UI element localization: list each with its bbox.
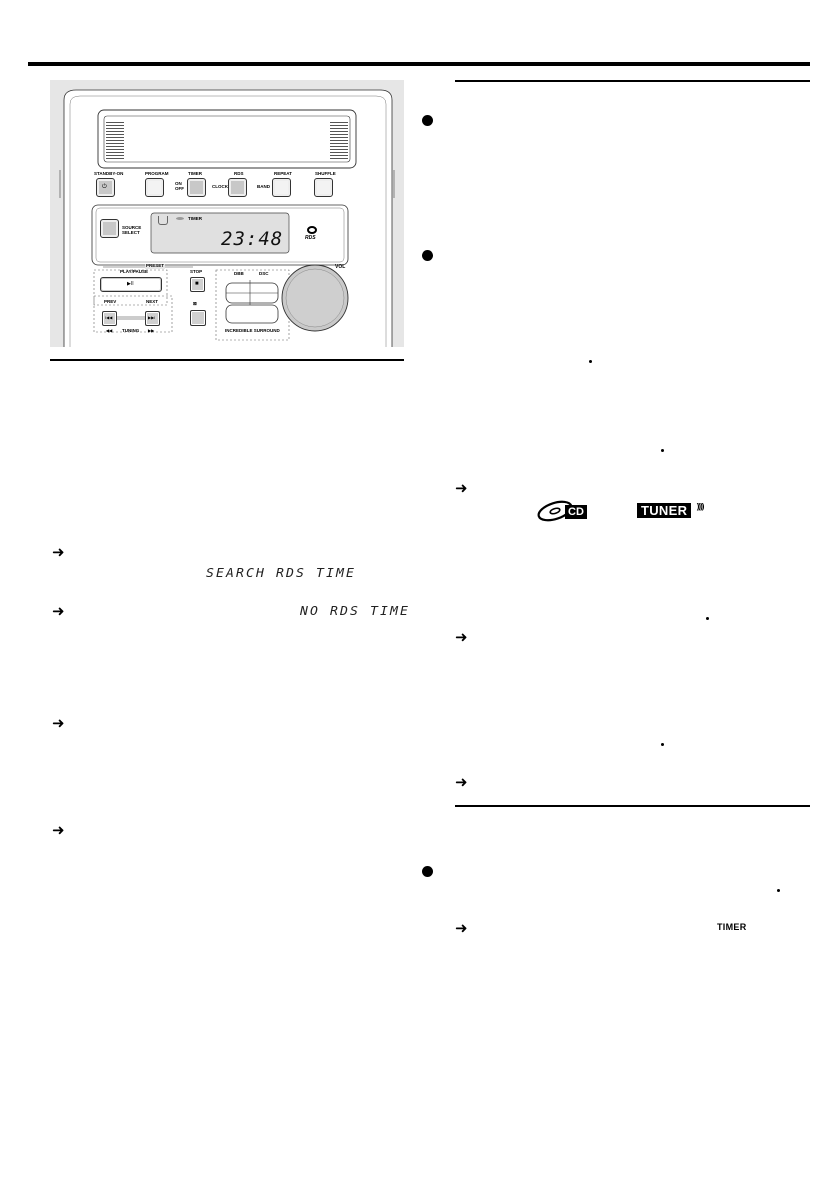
shuffle-label: SHUFFLE xyxy=(315,171,336,176)
forward-symbol: ▶▶ xyxy=(148,328,155,333)
rds-label: RDS xyxy=(234,171,244,176)
play-pause-icon: ▶II xyxy=(127,281,134,287)
cd-window-pattern-left xyxy=(106,120,124,160)
inline-dot xyxy=(589,360,592,363)
display-cd-indicator xyxy=(176,217,184,220)
stop-button[interactable]: ■ xyxy=(190,277,205,292)
shuffle-button[interactable] xyxy=(314,178,333,197)
arrow-icon: ➜ xyxy=(52,543,65,561)
right-section-rule-bottom xyxy=(455,805,810,807)
timer-display-word: TIMER xyxy=(717,922,747,932)
next-icon: ▶▶I xyxy=(148,315,156,320)
timer-label: TIMER xyxy=(188,171,202,176)
play-pause-button[interactable]: ▶II xyxy=(100,277,162,292)
band-label: BAND xyxy=(257,184,270,189)
arrow-icon: ➜ xyxy=(455,479,468,497)
arrow-icon: ➜ xyxy=(52,602,65,620)
next-button[interactable]: ▶▶I xyxy=(145,311,160,326)
timer-button[interactable] xyxy=(187,178,206,197)
program-button[interactable] xyxy=(145,178,164,197)
display-source-icon xyxy=(158,216,168,225)
page-top-rule xyxy=(28,62,810,66)
arrow-icon: ➜ xyxy=(52,821,65,839)
next-label: NEXT xyxy=(146,299,159,304)
preset-label: PRESET xyxy=(145,263,166,269)
dbb-label: DBB xyxy=(234,271,244,276)
repeat-band-button[interactable] xyxy=(272,178,291,197)
play-pause-label: PLAY/PAUSE xyxy=(120,269,149,274)
step-bullet xyxy=(422,866,433,877)
incredible-surround-label: INCREDIBLE SURROUND xyxy=(225,328,280,333)
source-select-button[interactable] xyxy=(100,219,119,238)
left-section-rule xyxy=(50,359,404,361)
rds-clock-button[interactable] xyxy=(228,178,247,197)
lcd-search-rds-time: SEARCH RDS TIME xyxy=(206,565,357,580)
lcd-no-rds-time: NO RDS TIME xyxy=(300,603,411,618)
rewind-symbol: ◀◀ xyxy=(106,328,113,333)
repeat-label: REPEAT xyxy=(274,171,292,176)
incredible-surround-button[interactable] xyxy=(226,305,278,323)
cd-window-pattern-right xyxy=(330,120,348,160)
stop-icon: ■ xyxy=(195,281,199,287)
arrow-icon: ➜ xyxy=(455,628,468,646)
x-button-label: ⊠ xyxy=(193,301,197,306)
on-off-label: ON OFF xyxy=(175,181,184,191)
source-select-label: SOURCE SELECT xyxy=(122,225,142,235)
step-bullet xyxy=(422,250,433,261)
standby-on-button[interactable]: ⏻ xyxy=(96,178,115,197)
inline-dot xyxy=(777,889,780,892)
x-button[interactable] xyxy=(190,310,206,326)
rds-logo-text: RDS xyxy=(305,235,316,241)
step-bullet xyxy=(422,115,433,126)
clock-label: CLOCK xyxy=(212,184,228,189)
dsc-label: DSC xyxy=(259,271,269,276)
prev-button[interactable]: I◀◀ xyxy=(102,311,117,326)
program-label: PROGRAM xyxy=(145,171,169,176)
cd-logo: CD xyxy=(535,500,595,522)
tuning-label: TUNING xyxy=(122,328,140,333)
display-timer-indicator: TIMER xyxy=(188,216,202,221)
standby-on-label: STANDBY-ON xyxy=(94,171,124,176)
prev-icon: I◀◀ xyxy=(105,315,113,320)
stop-label: STOP xyxy=(190,269,203,274)
tuner-logo: TUNER )))) xyxy=(637,502,705,520)
inline-dot xyxy=(706,617,709,620)
right-section-rule-top xyxy=(455,80,810,82)
tuner-logo-text: TUNER xyxy=(637,503,692,518)
arrow-icon: ➜ xyxy=(455,919,468,937)
inline-dot xyxy=(661,743,664,746)
inline-dot xyxy=(661,449,664,452)
volume-knob[interactable] xyxy=(282,265,348,331)
rds-logo-mark xyxy=(307,226,317,234)
arrow-icon: ➜ xyxy=(455,773,468,791)
display-time: 23:48 xyxy=(221,228,284,250)
device-illustration: STANDBY-ON PROGRAM TIMER RDS REPEAT SHUF… xyxy=(50,80,404,347)
power-icon: ⏻ xyxy=(102,184,107,190)
rds-logo: RDS xyxy=(305,226,319,244)
prev-label: PREV xyxy=(104,299,117,304)
dsc-button[interactable] xyxy=(250,283,278,303)
dbb-button[interactable] xyxy=(226,283,250,303)
arrow-icon: ➜ xyxy=(52,714,65,732)
vol-label: VOL xyxy=(335,264,346,270)
tuner-waves-icon: )))) xyxy=(696,502,705,511)
cd-logo-text: CD xyxy=(565,505,587,519)
cd-disc-icon xyxy=(537,500,573,522)
